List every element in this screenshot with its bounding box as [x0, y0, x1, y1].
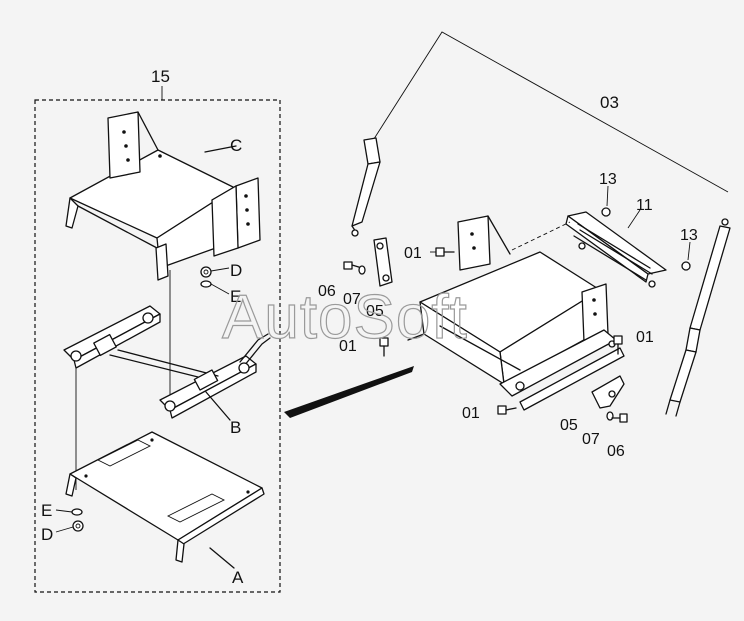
group-15-boundary [34, 99, 281, 593]
label-sub-c: C [230, 136, 242, 155]
label-part-06-left: 06 [318, 283, 336, 300]
connection-arrow [284, 366, 414, 418]
bolt-13-right [681, 261, 691, 271]
label-part-01-right: 01 [636, 329, 654, 346]
leader-03 [371, 31, 729, 193]
slide-rail-b [63, 305, 271, 419]
bolt-01-right [613, 335, 623, 355]
panel-11 [511, 211, 667, 288]
leader-d-top [210, 267, 230, 272]
label-part-05-left: 05 [366, 303, 384, 320]
washer-e-top [200, 280, 212, 288]
label-sub-b: B [230, 418, 241, 437]
bolt-01-mid-left [379, 337, 389, 357]
washer-07-right [606, 411, 614, 421]
seat-belt-right [665, 218, 731, 417]
bolt-01-lower [497, 405, 517, 415]
label-part-13-right: 13 [680, 227, 698, 244]
label-sub-d-top: D [230, 261, 242, 280]
label-part-03: 03 [600, 93, 619, 112]
washer-e-bottom [71, 508, 83, 516]
leader-e-bottom [55, 509, 73, 513]
leader-13-top [606, 185, 609, 207]
leader-e-top [210, 283, 230, 295]
leader-c [204, 145, 237, 153]
label-part-01-upper: 01 [404, 245, 422, 262]
bolt-01-upper-left [435, 247, 455, 257]
label-part-05-right: 05 [560, 417, 578, 434]
base-plate-a [65, 431, 265, 563]
bolt-13-top [601, 207, 611, 217]
label-group-15: 15 [151, 67, 170, 86]
leader-a [209, 547, 235, 569]
bracket-c [65, 111, 261, 281]
washer-07-left [358, 265, 366, 275]
clamp-05-right [591, 375, 625, 409]
label-part-07-left: 07 [343, 291, 361, 308]
label-part-06-right: 06 [607, 443, 625, 460]
leader-11 [627, 209, 641, 229]
label-sub-e-top: E [230, 287, 241, 306]
label-sub-a: A [232, 568, 244, 587]
leader-d-bottom [55, 526, 74, 533]
leader-13-right [687, 241, 691, 261]
label-part-07-right: 07 [582, 431, 600, 448]
bolt-06-right [611, 413, 628, 423]
label-part-13-top: 13 [599, 171, 617, 188]
label-part-01-mid: 01 [339, 338, 357, 355]
label-sub-e-bottom: E [41, 501, 52, 520]
label-sub-d-bottom: D [41, 525, 53, 544]
seat-belt-left [351, 137, 381, 237]
leader-b [205, 391, 231, 421]
watermark: AutoSoft [222, 283, 468, 352]
nut-d-bottom [72, 520, 84, 532]
label-part-11: 11 [636, 197, 653, 214]
nut-d-top [200, 266, 212, 278]
label-part-01-lower: 01 [462, 405, 480, 422]
main-bracket [407, 215, 625, 411]
clamp-05-left [373, 237, 393, 287]
